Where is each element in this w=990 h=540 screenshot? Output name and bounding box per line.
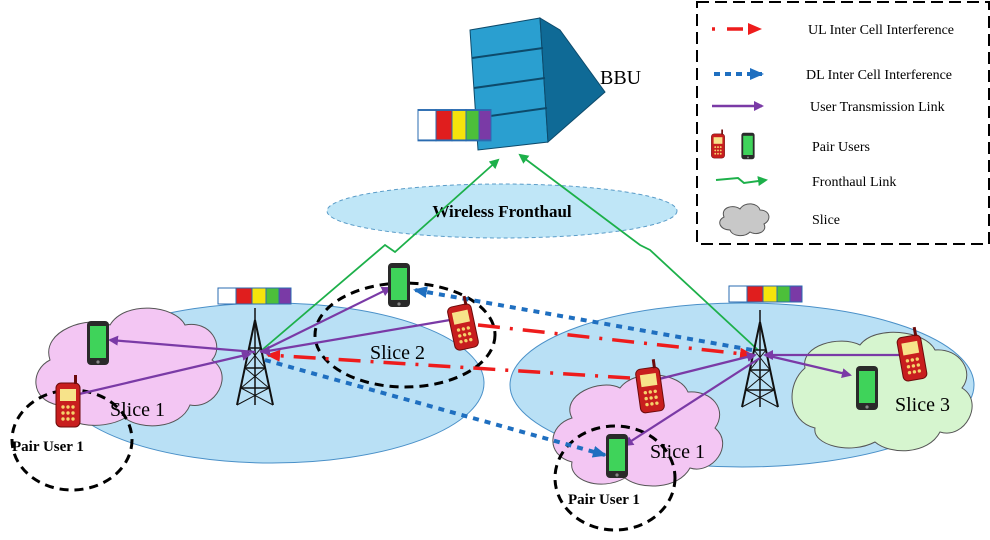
ul-interference-left-to-right [477, 323, 754, 360]
user-link-right-red [654, 352, 757, 382]
legend-dl-interference: DL Inter Cell Interference [714, 68, 952, 83]
legend: UL Inter Cell Interference DL Inter Cell… [696, 1, 990, 245]
legend-slice: Slice [719, 203, 840, 237]
bbu-queue-icon [417, 109, 492, 142]
legend-dl-interference-label: DL Inter Cell Interference [806, 68, 952, 83]
right-tower-queue-icon [728, 285, 803, 303]
wireless-fronthaul-label: Wireless Fronthaul [432, 202, 572, 221]
right-slice1-label: Slice 1 [650, 441, 705, 463]
legend-ul-interference: UL Inter Cell Interference [712, 23, 954, 38]
user-link-slice3-green [764, 353, 852, 379]
left-green-phone-icon [87, 321, 109, 365]
slice3-label: Slice 3 [895, 394, 950, 416]
legend-ul-interference-label: UL Inter Cell Interference [808, 23, 954, 38]
dl-interference-links [264, 286, 753, 458]
user-link-left-green [108, 335, 256, 354]
legend-fronthaul-link-label: Fronthaul Link [812, 175, 896, 190]
legend-fronthaul-link: Fronthaul Link [715, 175, 896, 190]
legend-pair-users-label: Pair Users [812, 140, 870, 155]
fronthaul-link-left [261, 158, 500, 351]
slice3-cloud [791, 331, 973, 452]
legend-green-phone-icon [741, 132, 755, 160]
user-link-left-red [74, 350, 252, 397]
user-link-right-green [623, 357, 761, 447]
left-red-phone-icon [55, 374, 81, 428]
pair-user-right-ring [553, 424, 677, 532]
user-link-slice2-green [259, 287, 392, 353]
fronthaul-link-right [518, 153, 759, 351]
pair-user-right-label: Pair User 1 [568, 492, 640, 508]
ul-interference-right-to-left [266, 349, 631, 380]
user-link-slice2-red [260, 318, 451, 356]
dl-interference-right-to-slice2 [413, 286, 753, 352]
legend-user-link-label: User Transmission Link [810, 100, 945, 115]
pair-user-left-label: Pair User 1 [12, 439, 84, 455]
slice3-green-phone-icon [856, 366, 878, 410]
legend-pair-users: Pair Users [711, 129, 870, 160]
slice2-green-phone-icon [388, 263, 410, 307]
legend-box [696, 1, 990, 245]
user-links [74, 287, 905, 447]
legend-user-link: User Transmission Link [712, 100, 945, 115]
legend-slice-label: Slice [812, 213, 840, 228]
left-slice1-label: Slice 1 [110, 399, 165, 421]
wireless-fronthaul-ellipse [326, 183, 678, 239]
legend-red-phone-icon [711, 129, 725, 159]
ul-interference-links [266, 323, 754, 380]
slice2-ring [313, 281, 497, 389]
fronthaul-links [261, 153, 759, 351]
slice2-label: Slice 2 [370, 342, 425, 364]
left-tower-queue-icon [217, 287, 292, 305]
right-green-phone-icon [606, 434, 628, 478]
bbu-label: BBU [600, 67, 642, 89]
legend-slice-cloud-icon [719, 203, 770, 237]
